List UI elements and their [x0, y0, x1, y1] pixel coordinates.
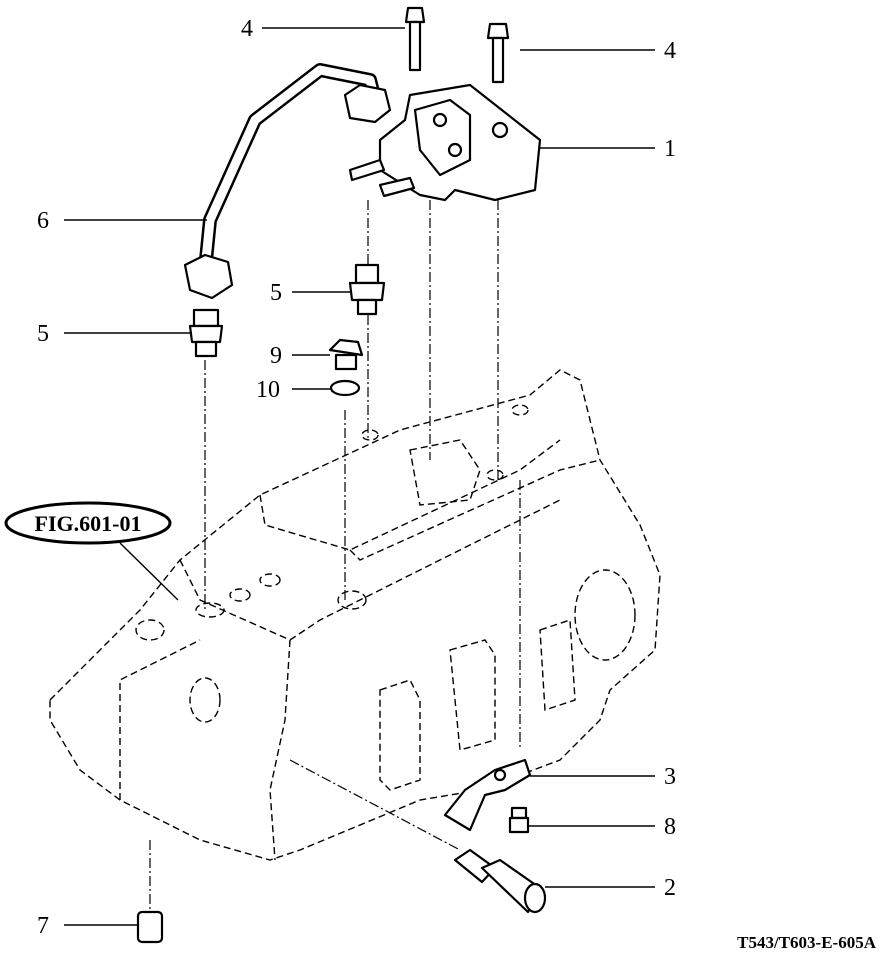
transmission-housing [49, 369, 661, 861]
bolt-8 [508, 806, 530, 834]
bracket-3 [443, 758, 532, 832]
callout-6: 6 [37, 208, 49, 234]
callout-8: 8 [664, 814, 676, 840]
callout-5-center: 5 [270, 280, 282, 306]
plug-9 [328, 338, 364, 371]
callout-5-left: 5 [37, 321, 49, 347]
drawing-code: T543/T603-E-605A [737, 933, 877, 952]
bolt-4-left [404, 6, 426, 72]
bolt-4-right [486, 22, 510, 84]
callout-10: 10 [256, 377, 280, 403]
callout-4-right: 4 [664, 38, 676, 64]
fitting-5-left [188, 308, 224, 358]
valve-block [348, 83, 542, 202]
o-ring-10 [329, 379, 361, 397]
assembly-centerlines [149, 200, 521, 910]
callout-9: 9 [270, 343, 282, 369]
drain-plug-7 [136, 910, 164, 944]
callout-3: 3 [664, 764, 676, 790]
callout-1: 1 [664, 136, 676, 162]
figure-reference-label[interactable]: FIG.601-01 [35, 511, 142, 536]
callout-2: 2 [664, 875, 676, 901]
callout-7: 7 [37, 913, 49, 939]
figure-reference-link[interactable]: FIG.601-01 [4, 501, 172, 545]
callout-4-left: 4 [241, 16, 253, 42]
pipe [183, 63, 392, 300]
fitting-5-center [348, 263, 386, 316]
leader-lines [64, 27, 655, 926]
sensor-2 [453, 848, 547, 914]
